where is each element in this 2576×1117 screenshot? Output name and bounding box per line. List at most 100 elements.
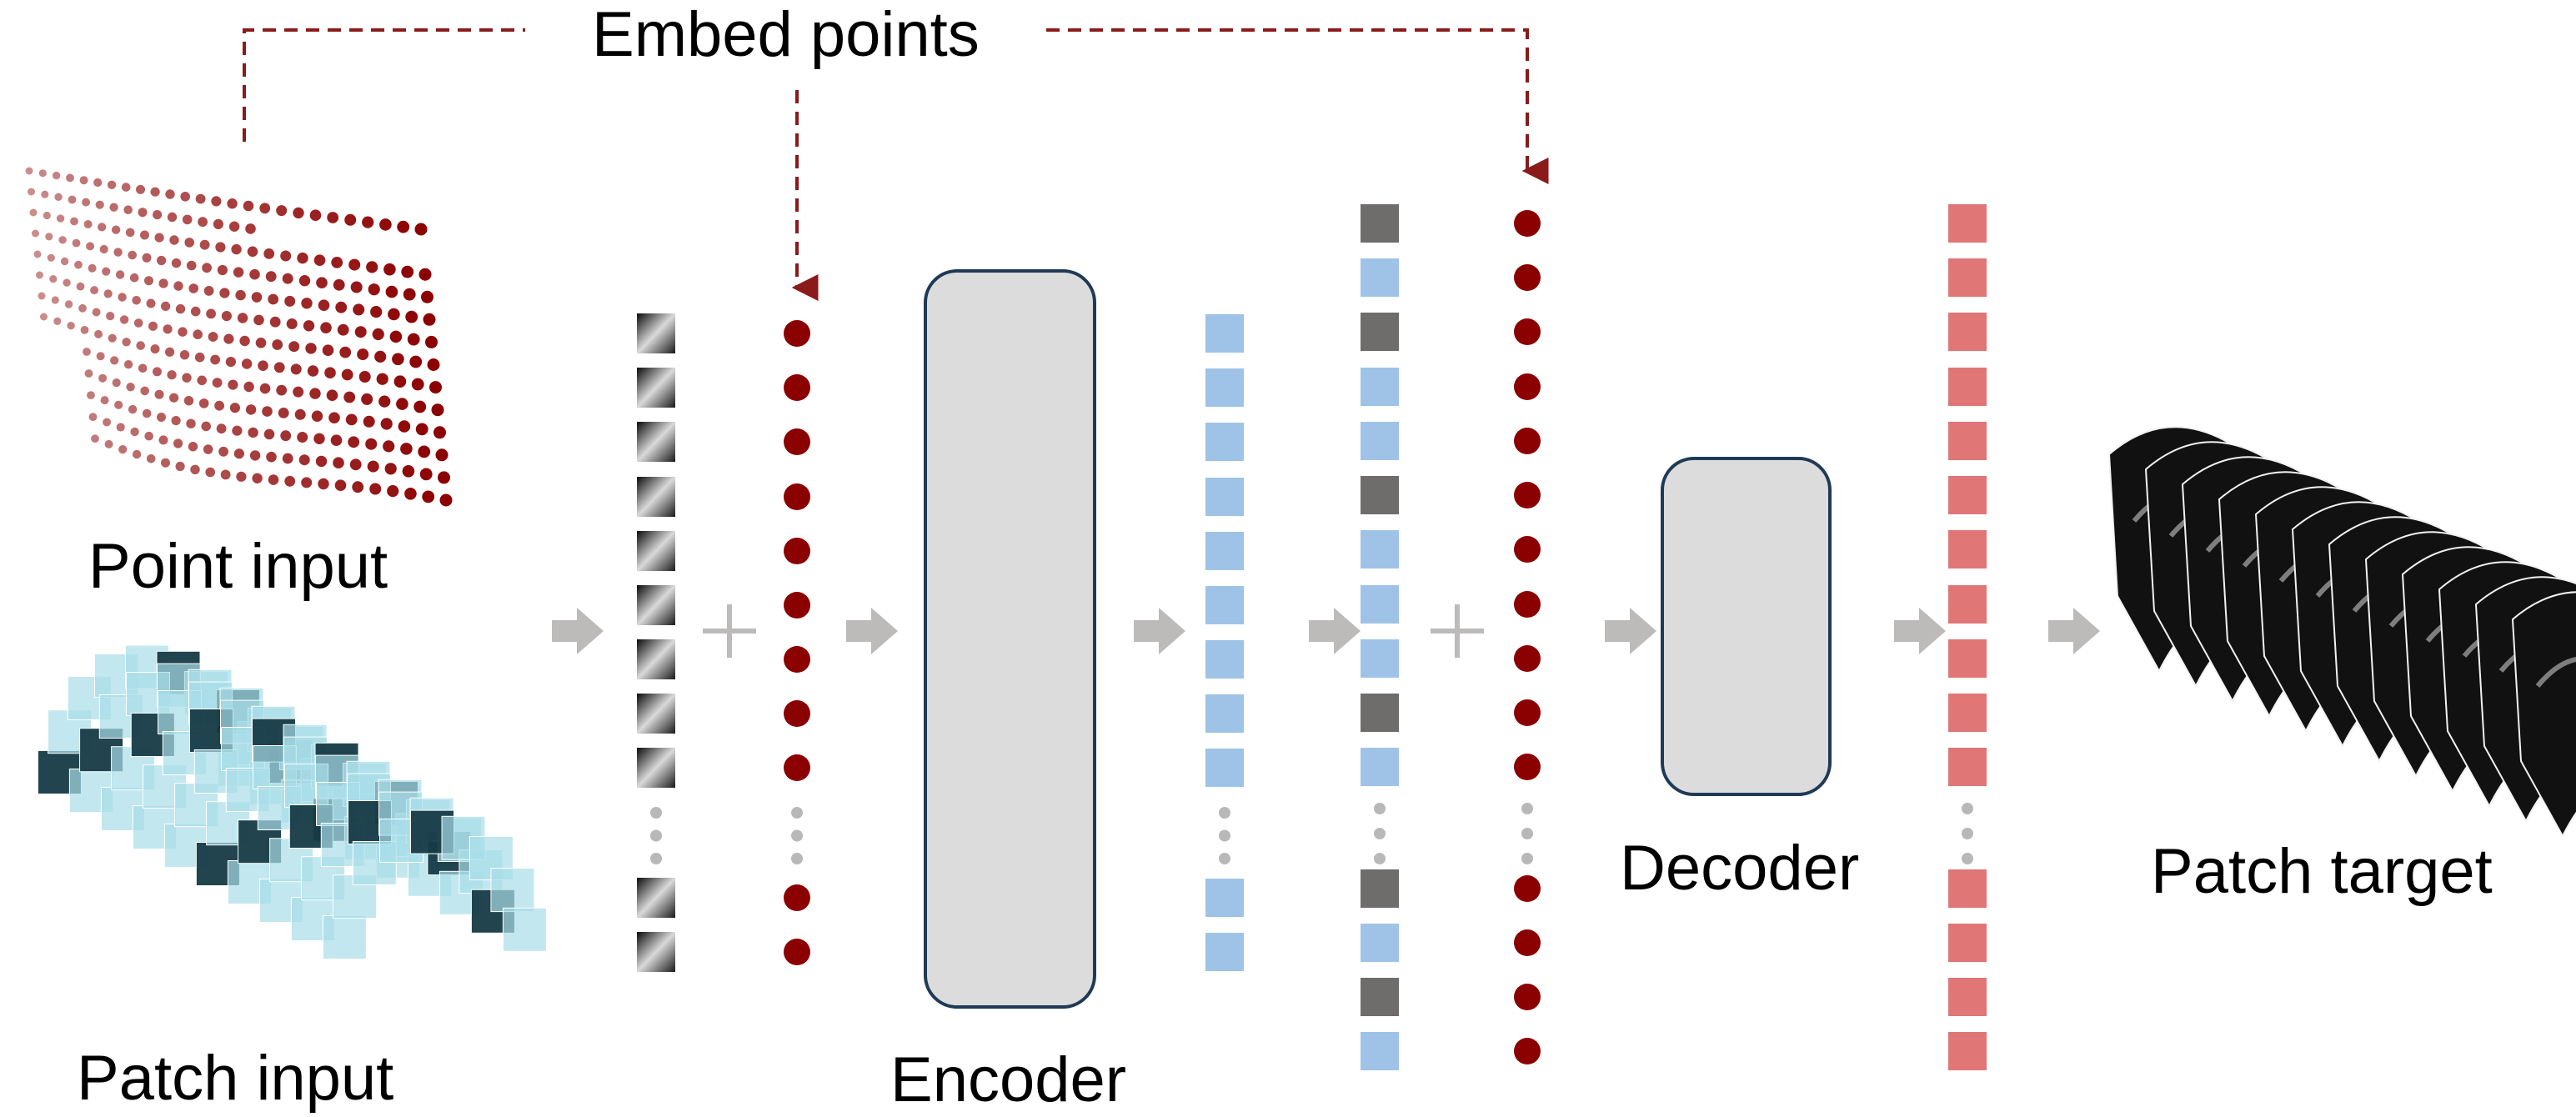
point-cloud-point <box>263 428 275 440</box>
mask-token-2 <box>1361 313 1399 351</box>
point-cloud-point <box>348 258 361 271</box>
patch-token-2 <box>637 422 675 462</box>
embed-dot-9 <box>784 884 810 911</box>
point-cloud-point <box>216 423 227 434</box>
point-cloud-point <box>405 310 418 323</box>
point-cloud-point <box>123 205 133 214</box>
point-cloud-point <box>353 303 365 316</box>
right-arrow-icon <box>1894 608 1946 654</box>
point-cloud-point <box>129 273 139 283</box>
point-cloud-point <box>305 343 317 354</box>
point-cloud-point <box>273 362 285 373</box>
patch-token-column <box>637 313 675 972</box>
point-cloud-point <box>82 198 91 207</box>
point-cloud-point <box>53 317 62 325</box>
point-cloud-point <box>419 468 433 481</box>
point-cloud-point <box>138 363 148 373</box>
point-cloud-point <box>205 467 215 478</box>
mask-token-0 <box>1361 204 1399 243</box>
visible-token-8 <box>1361 639 1399 678</box>
point-cloud-point <box>78 303 87 313</box>
point-cloud-point <box>243 381 254 393</box>
visible-token-3 <box>1361 368 1399 406</box>
point-cloud-point <box>358 371 371 383</box>
embed-dot-6 <box>784 646 810 673</box>
point-cloud-point <box>311 410 323 422</box>
point-cloud-point <box>369 483 382 495</box>
encoder-output-token-6 <box>1205 640 1244 679</box>
plus-operator-encoder <box>703 604 756 658</box>
point-cloud-point <box>368 283 380 296</box>
mask-token-b0 <box>1361 869 1399 908</box>
point-cloud-point <box>309 209 322 221</box>
point-cloud-point <box>153 210 163 220</box>
point-cloud-point <box>288 341 300 353</box>
patch-token-5 <box>637 585 675 625</box>
point-cloud-point <box>123 360 133 369</box>
patch-input-tile <box>322 915 367 959</box>
point-cloud-point <box>258 360 268 372</box>
point-cloud-point <box>276 384 288 396</box>
point-cloud-point <box>248 427 258 438</box>
point-cloud-point <box>425 335 438 348</box>
embed-dot-5 <box>784 592 810 619</box>
patch-input-label: Patch input <box>77 1043 394 1114</box>
point-cloud-point <box>367 460 379 473</box>
point-cloud-point <box>115 270 125 279</box>
point-cloud-point <box>68 195 77 204</box>
encoder-output-token-2 <box>1205 423 1244 461</box>
point-cloud-point <box>184 238 194 248</box>
decoder-output-token-4 <box>1948 422 1987 460</box>
point-cloud-point <box>370 306 383 318</box>
decoder-embed-dot-13 <box>1514 984 1541 1010</box>
point-cloud-point <box>259 383 271 394</box>
point-cloud-point <box>83 348 91 356</box>
point-cloud-point <box>130 427 139 437</box>
point-cloud-point <box>161 458 170 468</box>
point-cloud-point <box>236 471 247 482</box>
point-cloud-point <box>268 293 279 305</box>
point-cloud-point <box>86 242 95 251</box>
point-cloud-point <box>36 271 43 279</box>
point-cloud-point <box>414 223 428 236</box>
point-cloud-point <box>171 258 182 268</box>
point-cloud-point <box>345 413 358 426</box>
point-cloud-point <box>173 438 183 448</box>
decoder-embed-dot-12 <box>1514 929 1541 956</box>
point-cloud-point <box>103 418 112 427</box>
point-cloud-point <box>150 344 160 354</box>
point-cloud-point <box>107 180 117 189</box>
vertical-ellipsis-icon <box>650 807 662 864</box>
point-cloud-point <box>98 373 108 383</box>
point-cloud-point <box>280 430 292 442</box>
point-cloud-point <box>183 396 194 406</box>
point-cloud-point <box>388 308 400 321</box>
point-cloud-point <box>88 263 97 273</box>
patch-target-volume <box>2107 426 2576 839</box>
embed-dot-3 <box>784 483 810 510</box>
point-cloud-point <box>268 474 279 485</box>
point-cloud-point <box>324 367 336 379</box>
point-cloud-point <box>229 403 240 413</box>
point-cloud-point <box>58 236 67 244</box>
encoder-output-column <box>1205 314 1244 971</box>
embed-dot-1 <box>784 374 810 401</box>
point-cloud-point <box>384 463 397 475</box>
point-cloud-point <box>217 264 228 276</box>
point-cloud-point <box>398 420 411 433</box>
point-cloud-point <box>195 193 206 204</box>
point-cloud-point <box>198 398 209 408</box>
encoder-output-token-4 <box>1205 532 1244 570</box>
patch-token-7 <box>637 694 675 734</box>
point-cloud-point <box>201 421 211 432</box>
point-cloud-point <box>38 169 47 178</box>
point-cloud-point <box>165 347 175 357</box>
vertical-ellipsis-icon <box>791 807 803 864</box>
point-cloud-point <box>434 426 446 439</box>
point-cloud-point <box>243 200 254 212</box>
point-cloud-point <box>422 490 435 503</box>
point-cloud-point <box>132 449 142 459</box>
point-cloud-point <box>249 450 261 461</box>
point-cloud-point <box>245 404 257 415</box>
